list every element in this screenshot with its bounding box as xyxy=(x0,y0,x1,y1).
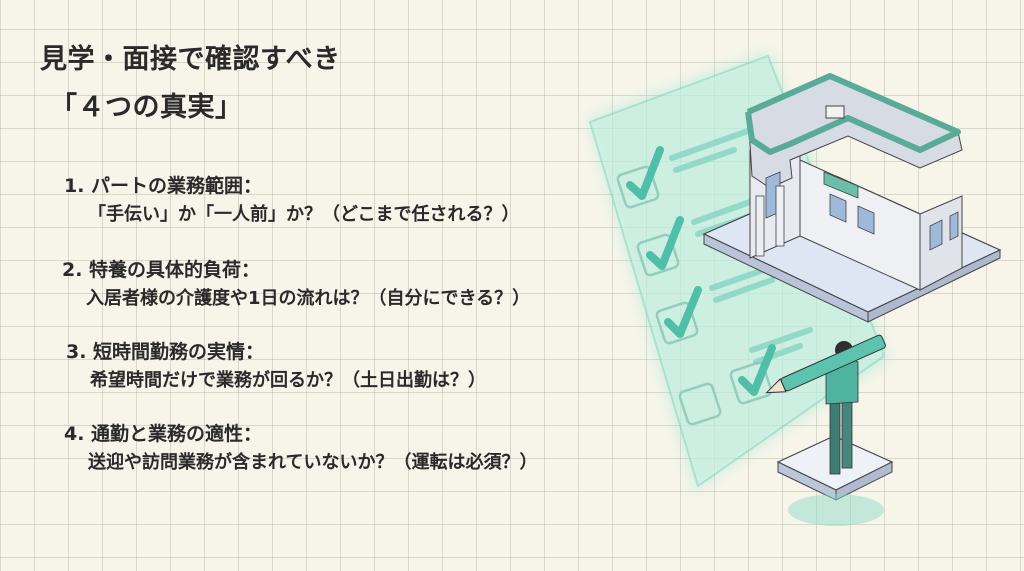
illustration xyxy=(586,50,1002,526)
item-heading: 3. 短時間勤務の実情： xyxy=(66,341,265,363)
list-item: 3. 短時間勤務の実情： 希望時間だけで業務が回るか？（土日出勤は？） xyxy=(66,338,486,396)
item-question: 希望時間だけで業務が回るか？（土日出勤は？） xyxy=(90,370,486,391)
item-question: 送迎や訪問業務が含まれていないか？（運転は必須？） xyxy=(88,452,538,473)
item-question: 入居者様の介護度や1日の流れは？（自分にできる？） xyxy=(86,288,531,309)
item-heading: 1. パートの業務範囲： xyxy=(64,175,263,197)
item-heading: 2. 特養の具体的負荷： xyxy=(62,259,261,281)
item-question: 「手伝い」か「一人前」か？（どこまで任される？） xyxy=(88,204,520,225)
list-item: 4. 通勤と業務の適性： 送迎や訪問業務が含まれていないか？（運転は必須？） xyxy=(64,420,537,478)
title-line-2: 「４つの真実」 xyxy=(50,92,243,123)
list-item: 2. 特養の具体的負荷： 入居者様の介護度や1日の流れは？（自分にできる？） xyxy=(62,256,530,314)
person-with-pencil-icon xyxy=(765,334,894,526)
title-line-1: 見学・面接で確認すべき xyxy=(40,44,341,75)
list-item: 1. パートの業務範囲： 「手伝い」か「一人前」か？（どこまで任される？） xyxy=(64,172,519,230)
care-facility-building-icon xyxy=(702,73,1002,323)
page-title: 見学・面接で確認すべき 「４つの真実」 xyxy=(40,36,341,132)
item-heading: 4. 通勤と業務の適性： xyxy=(64,423,263,445)
